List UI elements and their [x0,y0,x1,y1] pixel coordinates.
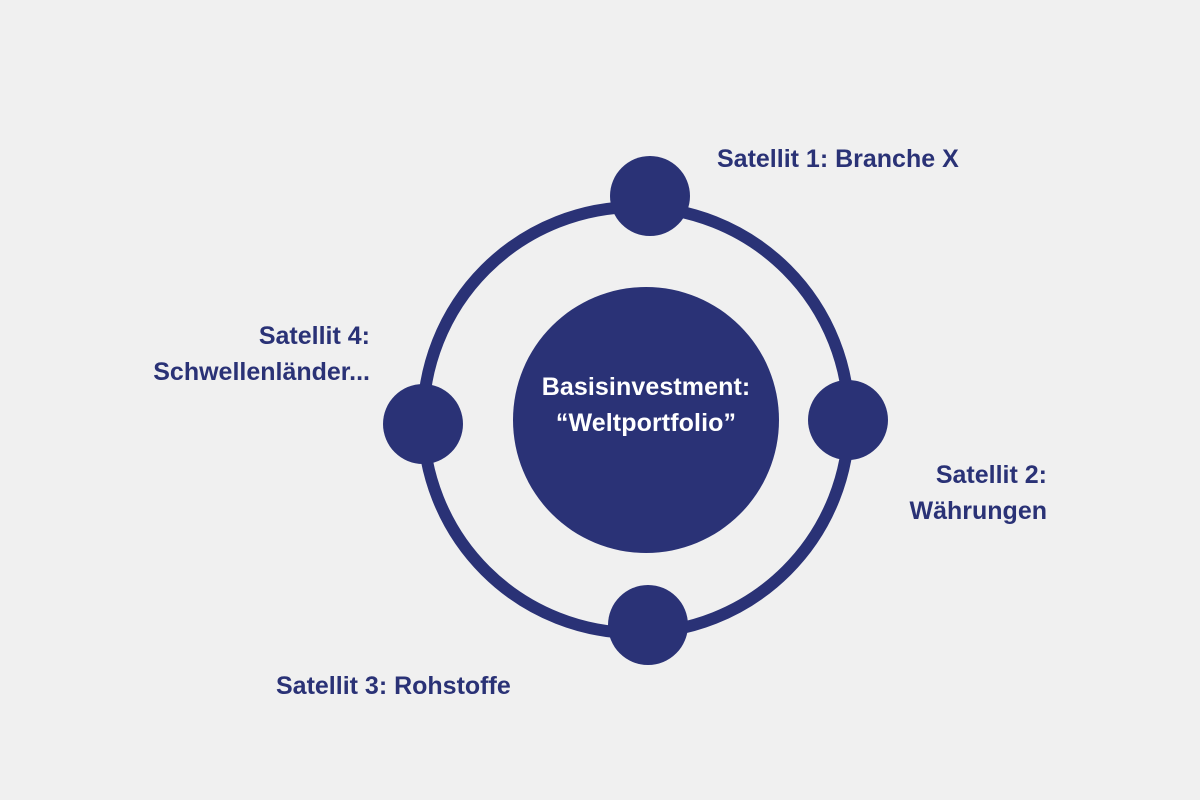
satellite-label-3: Satellit 3: Rohstoffe [276,668,511,704]
satellite-node-4[interactable] [383,384,463,464]
satellite-label-2: Satellit 2: Währungen [785,457,1048,530]
satellite-label-2-line-2: Währungen [909,497,1048,526]
satellite-label-4-line-1: Satellit 4: [258,322,370,350]
satellite-label-4-line-2: Schwellenländer... [153,358,370,387]
satellite-label-3-line-1: Satellit 3: Rohstoffe [276,672,511,700]
satellite-node-1[interactable] [610,156,690,236]
satellite-node-2[interactable] [808,380,888,460]
satellite-label-1-line-1: Satellit 1: Branche X [717,145,959,173]
satellite-label-2-line-1: Satellit 2: [935,461,1047,489]
satellite-label-1: Satellit 1: Branche X [717,141,959,177]
satellite-label-4: Satellit 4: Schwellenländer... [60,318,370,391]
core-circle[interactable] [513,287,779,553]
satellite-node-3[interactable] [608,585,688,665]
